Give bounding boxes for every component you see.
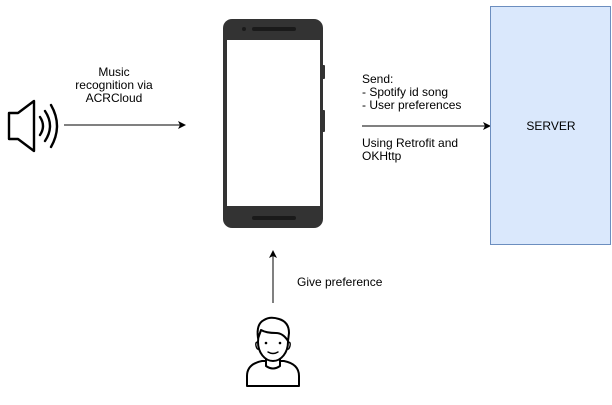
music-recognition-label: Music recognition via ACRCloud bbox=[72, 66, 156, 105]
user-icon bbox=[246, 316, 300, 387]
send-label-line-1: Send: bbox=[362, 72, 394, 86]
server-box bbox=[490, 6, 611, 245]
smartphone-icon bbox=[223, 19, 325, 228]
retrofit-label-line-1: Using Retrofit and bbox=[362, 136, 459, 150]
music-label-line-3: ACRCloud bbox=[85, 91, 143, 105]
music-label-line-2: recognition via bbox=[75, 78, 153, 92]
send-label-line-2: - Spotify id song bbox=[362, 85, 449, 99]
server-label: SERVER bbox=[526, 119, 576, 133]
speaker-icon bbox=[7, 99, 59, 153]
send-label-line-3: - User preferences bbox=[362, 98, 462, 112]
retrofit-label: Using Retrofit and OKHttp bbox=[362, 137, 482, 163]
send-label: Send: - Spotify id song - User preferenc… bbox=[362, 73, 482, 112]
give-preference-label: Give preference bbox=[297, 275, 383, 289]
retrofit-label-line-2: OKHttp bbox=[362, 149, 402, 163]
music-label-line-1: Music bbox=[98, 65, 130, 79]
